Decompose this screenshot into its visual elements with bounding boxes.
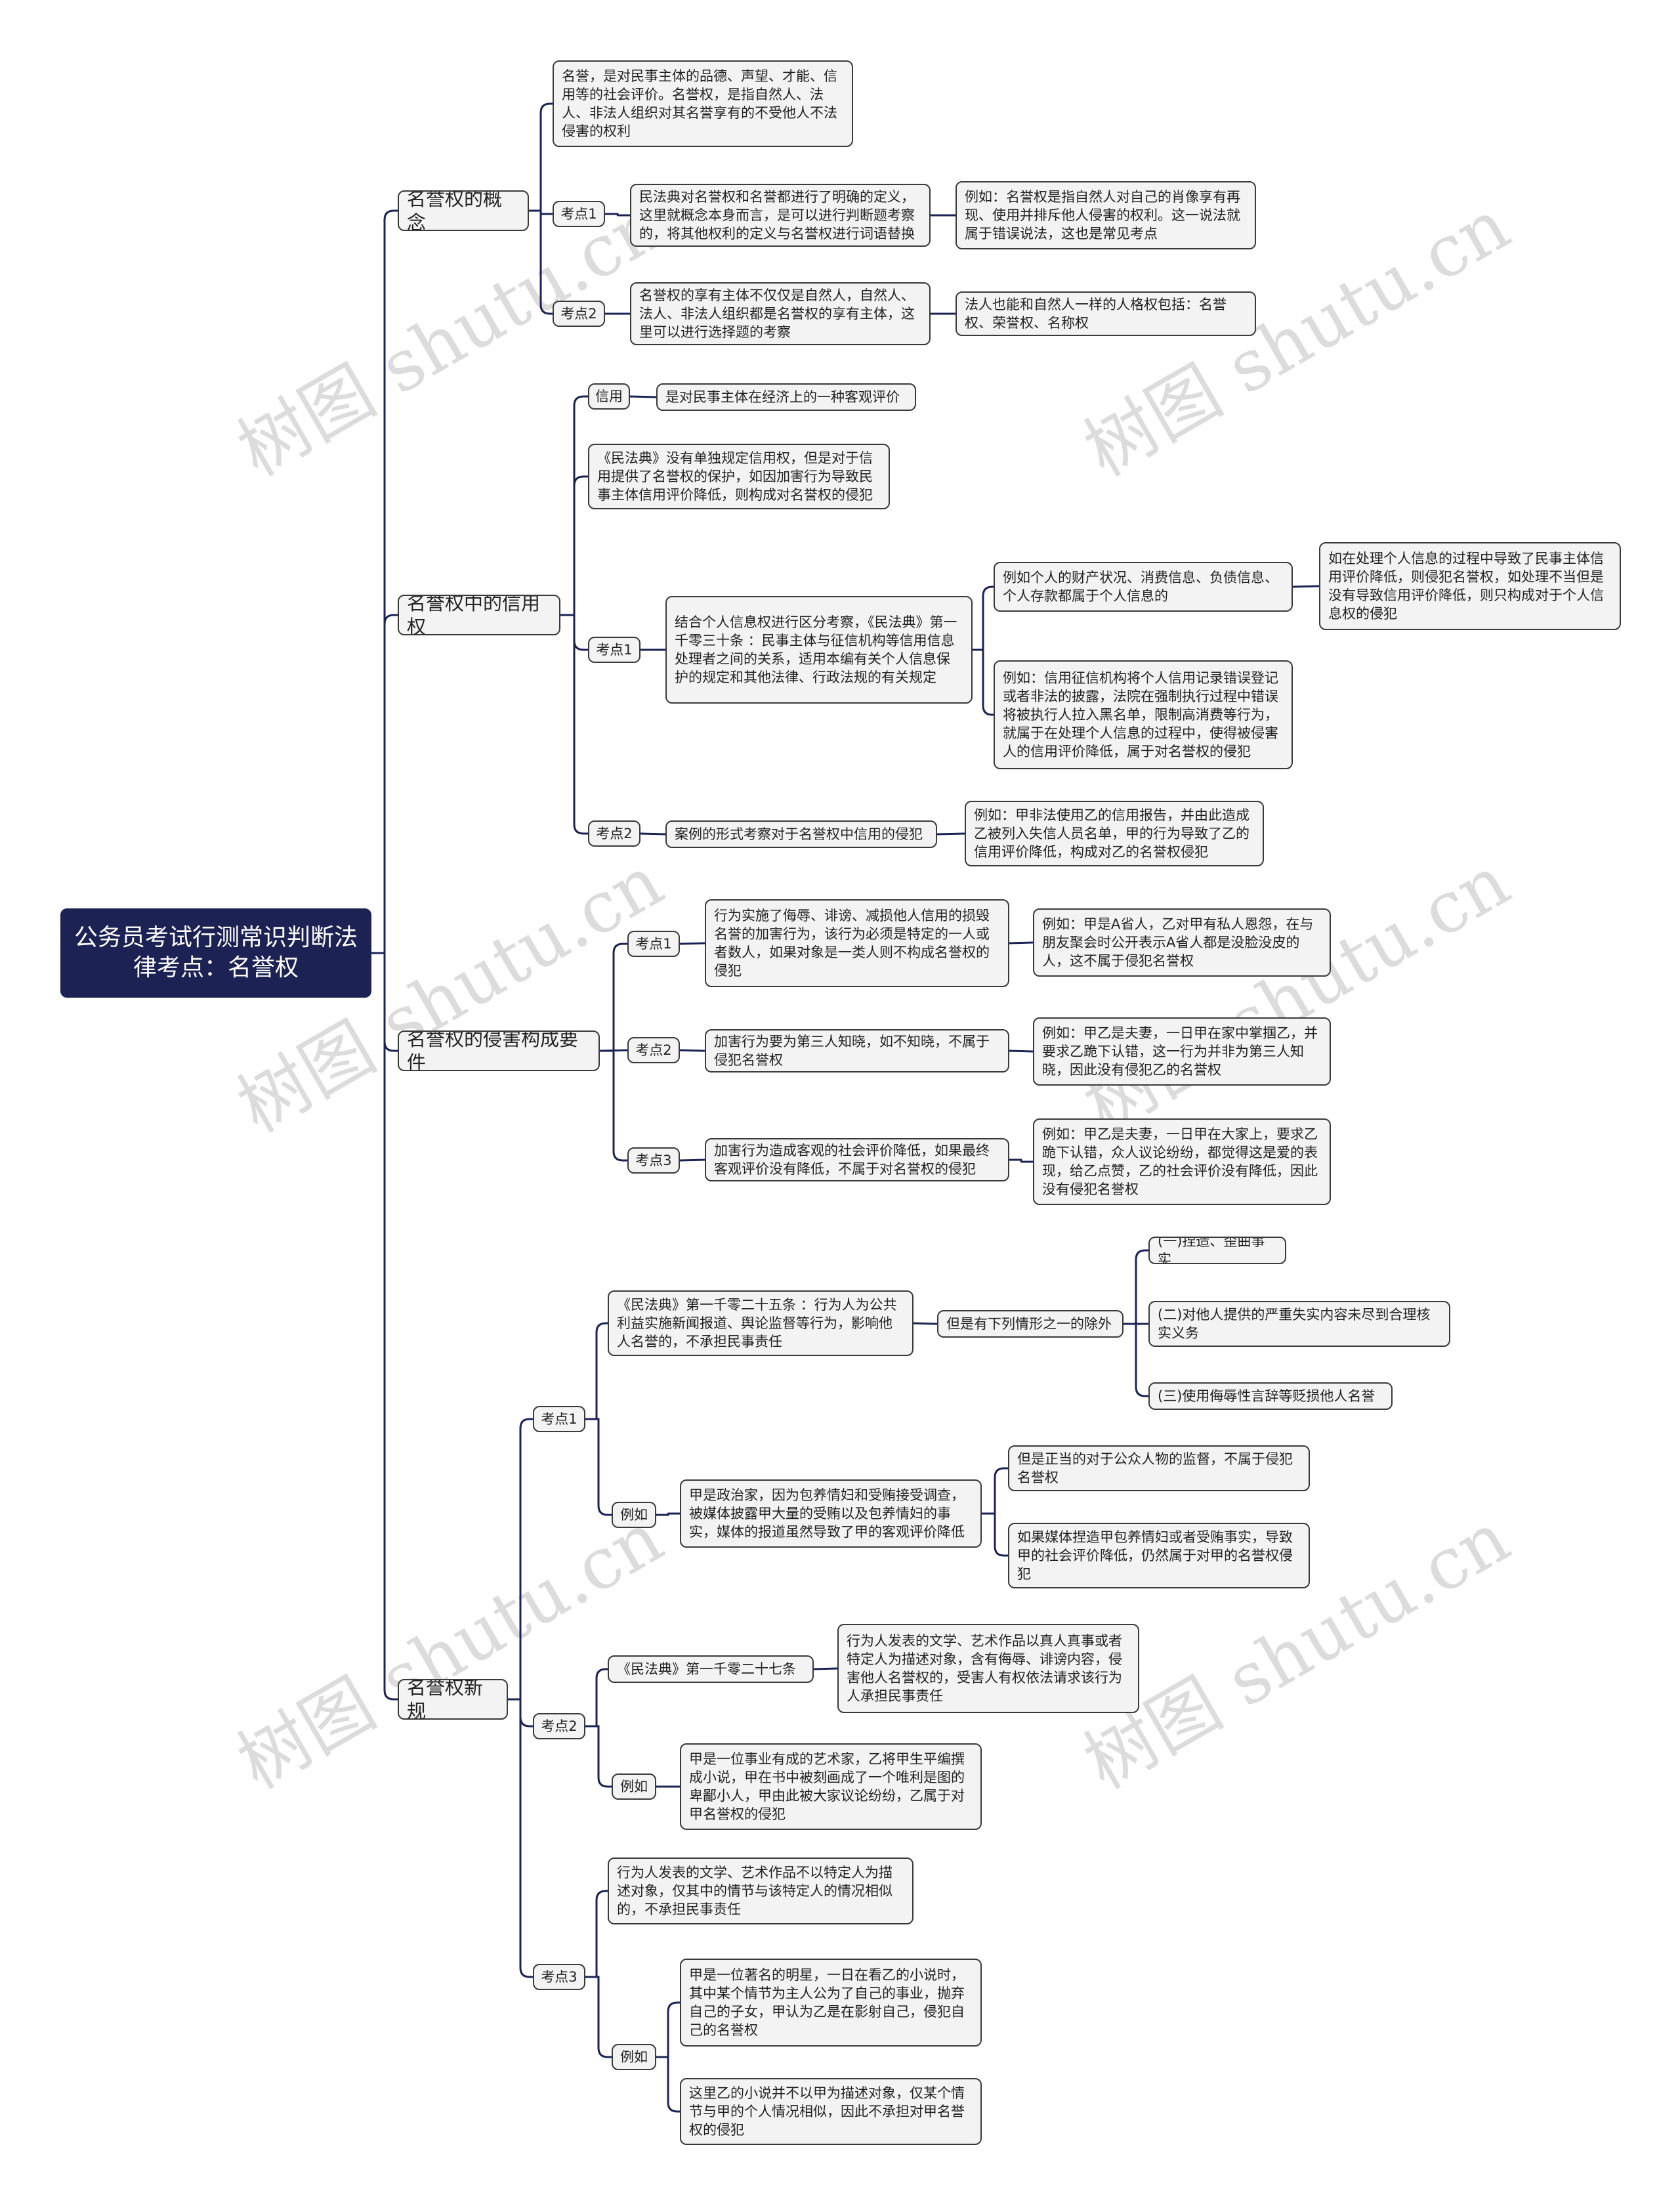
connector-line [629, 395, 657, 398]
example-tag[interactable]: 例如 [612, 1773, 656, 1800]
topic-new-rules[interactable]: 名誉权新规 [398, 1679, 508, 1720]
connector-line [982, 1512, 1008, 1557]
topic-reputation-concept[interactable]: 名誉权的概念 [398, 190, 529, 231]
connector-line [585, 1976, 612, 2058]
connector-line [371, 952, 398, 1701]
connector-line [913, 1322, 938, 1325]
exception-item-3[interactable]: (三)使用侮辱性言辞等贬损他人名誉 [1148, 1382, 1393, 1410]
exam-point-3-text[interactable]: 行为人发表的文学、艺术作品不以特定人为描述对象，仅其中的情节与该特定人的情况相似… [608, 1858, 914, 1924]
exam-point-2[interactable]: 考点2 [533, 1713, 585, 1739]
root-title: 公务员考试行测常识判断法律考点：名誉权 [74, 924, 358, 981]
exam-point-1[interactable]: 考点1 [627, 931, 680, 957]
civil-code-1027[interactable]: 《民法典》第一千零二十七条 [608, 1655, 814, 1683]
connector-line [1292, 585, 1320, 588]
connector-line [656, 2056, 680, 2113]
connector-line [1009, 1158, 1033, 1163]
exception-item-2[interactable]: (二)对他人提供的严重失实内容未尽到合理核实义务 [1148, 1301, 1450, 1347]
politician-example[interactable]: 甲是政治家，因为包养情妇和受贿接受调查，被媒体披露甲大量的受贿以及包养情妇的事实… [680, 1479, 982, 1548]
exam-point-3[interactable]: 考点3 [627, 1147, 680, 1174]
connector-line [585, 1725, 612, 1788]
credit-agency-example[interactable]: 例如：信用征信机构将个人信用记录错误登记或者非法的披露，法院在强制执行过程中错误… [994, 660, 1293, 769]
connector-line [656, 1512, 680, 1516]
connector-line [605, 213, 630, 217]
exam-point-2[interactable]: 考点2 [588, 820, 640, 847]
connector-line [679, 942, 705, 945]
connector-line [560, 475, 588, 616]
connector-line [560, 395, 588, 616]
exam-point-1-example[interactable]: 例如：甲是A省人，乙对甲有私人恩怨，在与朋友聚会时公开表示A省人都是没脸没皮的人… [1033, 908, 1331, 977]
exam-point-1[interactable]: 考点1 [588, 637, 640, 663]
exam-point-3-text[interactable]: 加害行为造成客观的社会评价降低，如果最终客观评价没有降低，不属于对名誉权的侵犯 [705, 1138, 1009, 1181]
topic-credit-right[interactable]: 名誉权中的信用权 [398, 595, 560, 635]
exam-point-1-text[interactable]: 结合个人信息权进行区分考察，《民法典》第一千零三十条 ：民事主体与征信机构等信用… [665, 596, 973, 704]
artist-example[interactable]: 甲是一位事业有成的艺术家，乙将甲生平编撰成小说，甲在书中被刻画成了一个唯利是图的… [680, 1743, 982, 1830]
exam-point-2-example[interactable]: 法人也能和自然人一样的人格权包括：名誉权、荣誉权、名称权 [956, 291, 1256, 336]
root-node[interactable]: 公务员考试行测常识判断法律考点：名誉权 [60, 908, 371, 998]
civil-code-credit-note[interactable]: 《民法典》没有单独规定信用权，但是对于信用提供了名誉权的保护，如因加害行为导致民… [588, 444, 890, 509]
connector-line [371, 209, 398, 954]
connector-line [585, 1668, 608, 1728]
exam-point-2-text[interactable]: 加害行为要为第三人知晓，如不知晓，不属于侵犯名誉权 [705, 1029, 1009, 1072]
example-tag[interactable]: 例如 [612, 2044, 656, 2070]
connector-line [973, 648, 994, 716]
exam-point-2-example[interactable]: 例如：甲乙是夫妻，一日甲在家中掌掴乙，并要求乙跪下认错，这一行为并非为第三人知晓… [1033, 1017, 1331, 1086]
credit-definition[interactable]: 是对民事主体在经济上的一种客观评价 [656, 383, 916, 411]
exam-point-1-text[interactable]: 民法典对名誉权和名誉都进行了明确的定义，这里就概念本身而言，是可以进行判断题考察… [630, 184, 931, 247]
connector-line [585, 1890, 608, 1978]
connector-line [508, 1698, 533, 1978]
connector-line [560, 614, 588, 835]
exam-point-1-example[interactable]: 例如：名誉权是指自然人对自己的肖像享有再现、使用并排斥他人侵害的权利。这一说法就… [956, 181, 1256, 249]
civil-code-1027-text[interactable]: 行为人发表的文学、艺术作品以真人真事或者特定人为描述对象，含有侮辱、诽谤内容，侵… [837, 1624, 1139, 1713]
connector-line [585, 1418, 612, 1516]
personal-info-example[interactable]: 例如个人的财产状况、消费信息、负债信息、个人存款都属于个人信息的 [994, 562, 1293, 612]
exam-point-2-example[interactable]: 例如：甲非法使用乙的信用报告，并由此造成乙被列入失信人员名单，甲的行为导致了乙的… [965, 801, 1264, 866]
connector-line [600, 1050, 627, 1162]
exam-point-3-example[interactable]: 例如：甲乙是夫妻，一日甲在大家上，要求乙跪下认错，众人议论纷纷，都觉得这是爱的表… [1033, 1118, 1331, 1205]
connector-line [529, 102, 553, 212]
exam-point-3[interactable]: 考点3 [533, 1964, 585, 1990]
exam-point-2-text[interactable]: 名誉权的享有主体不仅仅是自然人，自然人、法人、非法人组织都是名誉权的享有主体，这… [630, 282, 931, 345]
connector-line [1124, 1323, 1148, 1397]
celebrity-conclusion[interactable]: 这里乙的小说并不以甲为描述对象，仅某个情节与甲的个人情况相似，因此不承担对甲名誉… [680, 2078, 982, 2145]
topic-infringement-elements[interactable]: 名誉权的侵害构成要件 [398, 1030, 600, 1071]
connector-line [600, 943, 627, 1052]
connector-line [679, 1049, 705, 1052]
civil-code-1025[interactable]: 《民法典》第一千零二十五条 ：行为人为公共利益实施新闻报道、舆论监督等行为，影响… [608, 1290, 914, 1356]
exam-point-1-text[interactable]: 行为实施了侮辱、诽谤、减损他人信用的损毁名誉的加害行为，该行为必须是特定的一人或… [705, 899, 1009, 987]
connector-line [656, 2001, 680, 2058]
connector-line [371, 614, 398, 954]
celebrity-example[interactable]: 甲是一位著名的明星，一日在看乙的小说时，其中某个情节为主人公为了自己的事业，抛弃… [680, 1959, 982, 2047]
connector-line [973, 585, 994, 651]
connector-line [508, 1418, 533, 1701]
credit-label[interactable]: 信用 [588, 383, 630, 410]
personal-info-consequence[interactable]: 如在处理个人信息的过程中导致了民事主体信用评价降低，则侵犯名誉权，如处理不当但是… [1319, 542, 1621, 630]
fabricated-report[interactable]: 如果媒体捏造甲包养情妇或者受贿事实，导致甲的社会评价降低，仍然属于对甲的名誉权侵… [1008, 1523, 1310, 1588]
exam-point-2[interactable]: 考点2 [553, 301, 605, 327]
exception-item-1[interactable]: (一)捏造、歪曲事实 [1148, 1237, 1286, 1264]
connector-line [982, 1467, 1008, 1515]
exam-point-2[interactable]: 考点2 [627, 1037, 680, 1063]
connector-line [1124, 1249, 1148, 1325]
legitimate-supervision[interactable]: 但是正当的对于公众人物的监督，不属于侵犯名誉权 [1008, 1445, 1310, 1491]
reputation-definition[interactable]: 名誉，是对民事主体的品德、声望、才能、信用等的社会评价。名誉权，是指自然人、法人… [553, 60, 853, 147]
example-tag[interactable]: 例如 [612, 1502, 656, 1528]
exception-clause[interactable]: 但是有下列情形之一的除外 [937, 1310, 1124, 1338]
exam-point-1[interactable]: 考点1 [553, 201, 605, 227]
connector-line [813, 1667, 838, 1670]
exam-point-1[interactable]: 考点1 [533, 1406, 585, 1432]
exam-point-2-text[interactable]: 案例的形式考察对于名誉权中信用的侵犯 [665, 820, 937, 848]
connector-line [529, 209, 553, 315]
connector-line [585, 1322, 608, 1420]
